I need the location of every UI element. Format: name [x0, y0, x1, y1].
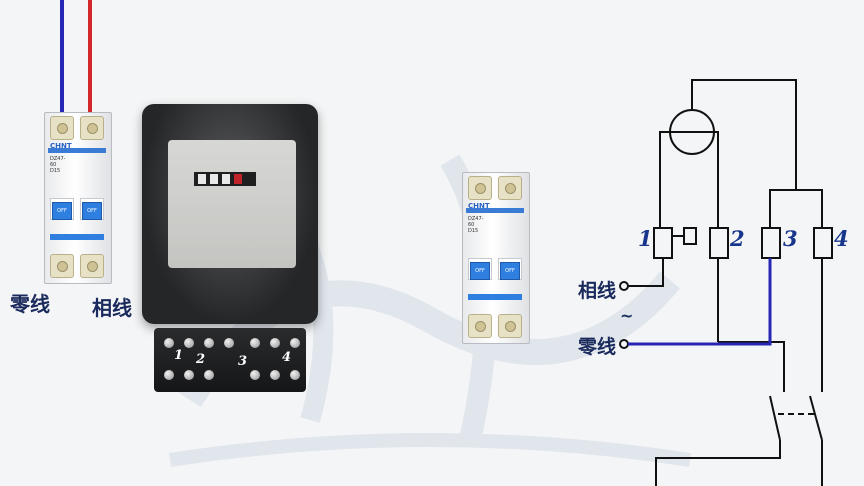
breaker-label-band — [466, 208, 524, 213]
breaker-label-band — [48, 148, 106, 153]
breaker-toggle-left[interactable]: OFF — [470, 262, 490, 280]
terminal-label-2: 2 — [730, 226, 745, 251]
terminal-1-small — [683, 227, 697, 245]
breaker-terminal — [50, 116, 74, 140]
electric-meter: 1 2 3 4 — [142, 104, 318, 392]
meter-terminal-2: 2 — [196, 352, 206, 367]
terminal-label-1: 1 — [638, 226, 653, 251]
switch-blade-right — [809, 395, 823, 441]
breaker-toggle-right[interactable]: OFF — [82, 202, 102, 220]
label-neutral-right: 零线 — [578, 336, 617, 358]
phase-terminal — [619, 281, 629, 291]
breaker-terminal — [468, 314, 492, 338]
meter-counter — [194, 172, 256, 186]
breaker-slot — [468, 294, 522, 300]
terminal-3-coil — [761, 227, 781, 259]
breaker-brand: CHNT — [50, 142, 72, 150]
breaker-toggle-left[interactable]: OFF — [52, 202, 72, 220]
breaker-terminal — [80, 254, 104, 278]
neutral-terminal — [619, 339, 629, 349]
label-neutral-left: 零线 — [10, 292, 50, 316]
terminal-1-coil — [653, 227, 673, 259]
terminal-label-4: 4 — [834, 226, 849, 251]
meter-face — [168, 140, 296, 268]
switch-blade-left — [769, 395, 781, 441]
breaker-toggle-right[interactable]: OFF — [500, 262, 520, 280]
breaker-terminal — [498, 314, 522, 338]
meter-terminal-3: 3 — [238, 354, 248, 369]
label-phase-left: 相线 — [92, 296, 132, 320]
meter-terminal-block: 1 2 3 4 — [154, 328, 306, 392]
breaker-terminal — [80, 116, 104, 140]
breaker-slot — [50, 234, 104, 240]
terminal-4-coil — [813, 227, 833, 259]
meter-terminal-4: 4 — [282, 350, 292, 365]
breaker-terminal — [468, 176, 492, 200]
terminal-label-3: 3 — [783, 226, 798, 251]
breaker-brand: CHNT — [468, 202, 490, 210]
meter-terminal-1: 1 — [174, 348, 184, 363]
ac-symbol: ~ — [620, 306, 634, 325]
neutral-wire — [628, 258, 772, 346]
label-phase-right: 相线 — [578, 280, 617, 302]
terminal-2-coil — [709, 227, 729, 259]
breaker-terminal — [50, 254, 74, 278]
breaker-terminal — [498, 176, 522, 200]
